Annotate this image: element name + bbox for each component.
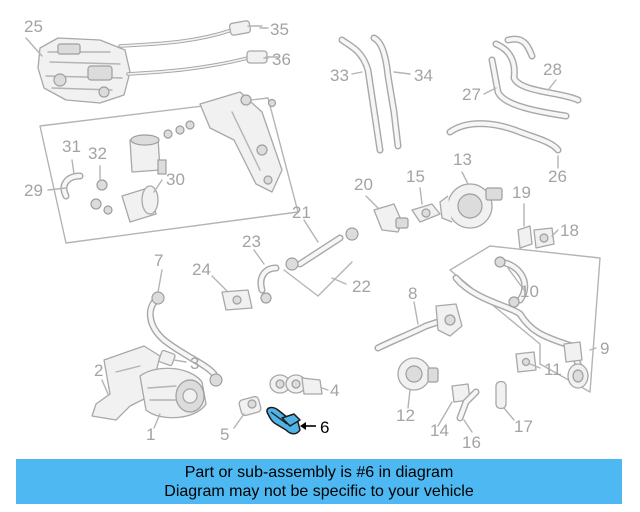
callout-15: 15: [406, 167, 425, 186]
part-28-pipe: [492, 35, 582, 104]
callout-5: 5: [220, 425, 229, 444]
callout-36: 36: [272, 50, 291, 69]
part-8-hose: [374, 303, 463, 352]
part-36-sensor: [126, 50, 279, 76]
callout-14: 14: [430, 421, 449, 440]
part-21-hose: [285, 227, 359, 271]
callout-35: 35: [270, 20, 289, 39]
callout-17: 17: [514, 417, 533, 436]
part-24-gasket: [221, 289, 253, 311]
callout-8: 8: [408, 284, 417, 303]
part-35-sensor: [118, 20, 263, 48]
part-1-pump: [139, 367, 223, 419]
part-3-fitting: [158, 349, 176, 367]
part-33-hose: [338, 36, 384, 154]
callout-12: 12: [396, 406, 415, 425]
callout-19: 19: [512, 183, 531, 202]
part-27-pipe: [446, 56, 570, 154]
callout-32: 32: [88, 144, 107, 163]
part-23-hose: [257, 264, 280, 304]
part-2-bracket: [91, 345, 161, 421]
part-19-gasket: [517, 225, 533, 249]
part-5-connector: [238, 395, 262, 417]
bracket-plate: [199, 91, 283, 193]
callout-9: 9: [600, 339, 609, 358]
parts-diagram: 25 35 36 33 34 28 27 26 29 31 32 30 13 1…: [24, 17, 609, 452]
callout-28: 28: [543, 60, 562, 79]
part-18-fitting: [533, 227, 555, 249]
part-12-valve: [397, 357, 439, 391]
callout-31: 31: [62, 137, 81, 156]
callout-7: 7: [154, 251, 163, 270]
callout-2: 2: [94, 361, 103, 380]
callout-20: 20: [354, 175, 373, 194]
callout-10: 10: [520, 282, 539, 301]
part-11-gasket: [515, 341, 583, 373]
callout-6: 6: [320, 418, 329, 437]
callout-33: 33: [330, 66, 349, 85]
info-banner: Part or sub-assembly is #6 in diagram Di…: [16, 459, 622, 504]
part-16-pipe: [456, 388, 480, 422]
leader-line-6: [300, 422, 316, 430]
part-17-gasket: [495, 380, 507, 410]
callout-labels: 25 35 36 33 34 28 27 26 29 31 32 30 13 1…: [24, 17, 609, 452]
callout-11: 11: [544, 360, 562, 379]
callout-21: 21: [292, 203, 311, 222]
part-20-fitting: [373, 203, 409, 233]
part-7-pipe: [146, 291, 218, 378]
callout-13: 13: [453, 150, 472, 169]
callout-1: 1: [146, 425, 155, 444]
callout-16: 16: [462, 433, 481, 452]
callout-4: 4: [330, 381, 339, 400]
part-6-clip-highlighted[interactable]: [266, 406, 301, 435]
banner-line-part-number: Part or sub-assembly is #6 in diagram: [184, 464, 454, 481]
callout-26: 26: [548, 167, 567, 186]
part-15-gasket: [411, 203, 441, 223]
callout-34: 34: [414, 66, 433, 85]
callout-27: 27: [462, 85, 481, 104]
part-10-clamp: [494, 256, 520, 308]
callout-3: 3: [190, 354, 199, 373]
banner-line-disclaimer: Diagram may not be specific to your vehi…: [164, 483, 474, 500]
callout-30: 30: [166, 170, 185, 189]
part-22-bracket-line: [283, 261, 353, 297]
callout-25: 25: [24, 17, 43, 36]
part-32-clip: [90, 179, 113, 215]
callout-24: 24: [192, 260, 211, 279]
part-30-valve: [121, 134, 167, 223]
panel-29-outline: [39, 97, 299, 244]
part-4-connector: [269, 374, 323, 395]
callout-22: 22: [352, 277, 371, 296]
part-13-valve: [439, 183, 503, 229]
small-fasteners: [163, 98, 277, 139]
part-34-hose: [370, 34, 402, 150]
callout-23: 23: [242, 232, 261, 251]
callout-18: 18: [560, 221, 579, 240]
leader-lines: [25, 27, 597, 433]
part-25-bracket: [37, 37, 131, 104]
part-31-hose: [60, 172, 84, 200]
callout-29: 29: [24, 181, 43, 200]
